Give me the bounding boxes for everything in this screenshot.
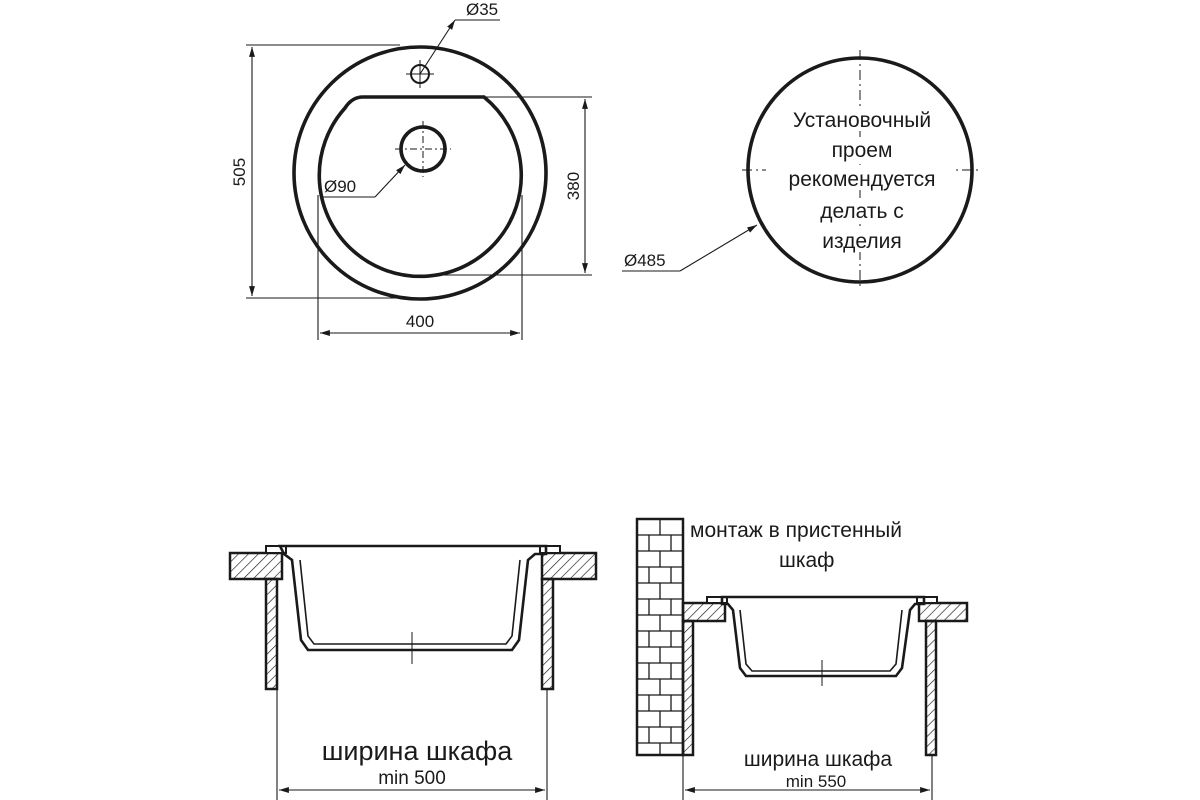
cabinet-wall-left-2 <box>681 619 695 757</box>
countertop-right-2 <box>917 601 969 623</box>
cabinet-wall-left <box>264 577 279 691</box>
cutout-note-line-5: изделия <box>822 230 902 253</box>
wall-cabinet-width-min: min 550 <box>786 772 846 791</box>
bowl-depth-value: 380 <box>564 172 583 200</box>
cutout-note-line-2: проем <box>832 139 893 162</box>
cutout-note-line-4: делать с <box>820 200 904 223</box>
countertop-wall <box>681 601 727 623</box>
brick-wall <box>635 517 685 757</box>
sink-bowl-section <box>277 544 548 652</box>
top-view: Ø35 Ø90 505 380 400 <box>230 0 592 340</box>
faucet-hole <box>406 19 500 88</box>
sink-outer-rim <box>292 45 548 301</box>
cutout-template: Установочный проем рекомендуется делать … <box>622 50 980 290</box>
countertop-left <box>228 551 284 581</box>
bowl-width-value: 400 <box>406 312 434 331</box>
wall-mount-title-line-1: монтаж в пристенный <box>690 519 902 542</box>
overall-dimension <box>246 44 400 299</box>
bowl-width-dimension <box>317 195 523 340</box>
cabinet-wall-right-2 <box>924 619 938 757</box>
bowl-outline <box>317 95 524 279</box>
cabinet-width-label: ширина шкафа <box>322 736 514 766</box>
cutout-note-line-3: рекомендуется <box>789 168 936 191</box>
section-freestanding-cabinet: ширина шкафа min 500 <box>228 544 598 800</box>
cabinet-width-min: min 500 <box>378 768 446 789</box>
faucet-hole-diameter: Ø35 <box>466 0 498 19</box>
cutout-note: Установочный проем рекомендуется делать … <box>766 107 954 253</box>
wall-cabinet-width-label: ширина шкафа <box>744 748 893 771</box>
drain-diameter: Ø90 <box>324 177 356 196</box>
drain-hole <box>395 121 451 177</box>
bowl-depth-dimension <box>440 96 592 276</box>
cutout-diameter: Ø485 <box>624 251 666 270</box>
overall-dimension-value: 505 <box>230 158 249 186</box>
cabinet-wall-right <box>540 577 555 691</box>
sink-bowl-section-2 <box>720 595 926 678</box>
cutout-note-line-1: Установочный <box>793 109 931 132</box>
section-wall-cabinet: монтаж в пристенный шкаф ширина шкафа mi… <box>635 517 969 800</box>
wall-mount-title-line-2: шкаф <box>779 549 834 572</box>
countertop-right <box>540 551 598 581</box>
